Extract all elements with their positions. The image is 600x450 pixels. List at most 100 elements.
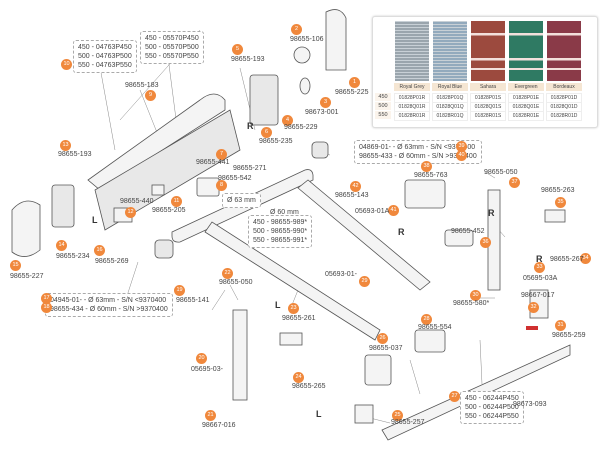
side-marker-right: R xyxy=(536,254,543,264)
part-code: 98655-265 xyxy=(292,383,326,390)
box-line: 98655-433 - Ø 60mm - S/N >9370400 xyxy=(359,153,477,160)
side-marker-right: R xyxy=(247,121,254,131)
box-26-part xyxy=(364,354,392,386)
box-line: 550 - 06244P550 xyxy=(465,413,519,420)
tube-diameter-63-label: Ø 63 mm xyxy=(222,193,261,208)
swatch-royal-blue xyxy=(433,21,467,81)
part-code: 98655-271 xyxy=(233,165,267,172)
part-badge: 10 xyxy=(61,59,72,70)
part-badge: 19 xyxy=(174,285,185,296)
table-cell: 01828R01E xyxy=(508,111,544,121)
part-badge: 33 xyxy=(534,262,545,273)
box-line: 500 - 05570P500 xyxy=(145,44,199,51)
part-code: 05695-03A xyxy=(523,275,558,282)
part-code: 98655-143 xyxy=(335,192,369,199)
part-code: 98667-017 xyxy=(521,292,555,299)
part-11 xyxy=(151,184,165,196)
swatch-bordeaux xyxy=(547,21,581,81)
box-line: 450 - 06244P450 xyxy=(465,395,519,402)
bracket-35-part xyxy=(544,209,566,223)
fabric-color-table: Royal Grey Royal Blue Sahara Evergreen B… xyxy=(372,16,598,128)
color-name: Royal Blue xyxy=(432,83,468,91)
part-badge: 34 xyxy=(580,253,591,264)
side-marker-left: L xyxy=(92,215,98,225)
part-badge: 26 xyxy=(377,333,388,344)
table-cell: 01828R01Q xyxy=(432,111,468,121)
table-cell: 01828R01D xyxy=(546,111,582,121)
part-code: 98655-542 xyxy=(218,175,252,182)
box-line: 500 - 04763P500 xyxy=(78,53,132,60)
box-line: 500 - 98655-990* xyxy=(253,228,308,235)
part-badge: 7 xyxy=(216,149,227,160)
part-badge: 17 xyxy=(41,293,52,304)
box-38-part xyxy=(404,179,446,209)
part-code: 98655-261 xyxy=(282,315,316,322)
table-cell: 01828R01S xyxy=(470,111,506,121)
box-line: 450 - 04763P450 xyxy=(78,44,132,51)
part-code: 98655-141 xyxy=(176,297,210,304)
part-code: 05695-03- xyxy=(191,366,223,373)
part-badge: 1 xyxy=(349,77,360,88)
right-end-cap-part xyxy=(325,9,347,71)
box-line: 04869-01- - Ø 63mm - S/N <9370400 xyxy=(359,144,476,151)
part-code: 98667-016 xyxy=(202,422,236,429)
swatch-sahara xyxy=(471,21,505,81)
gear-shaft-part xyxy=(299,77,311,95)
tube-diameter-60-label: Ø 60 mm xyxy=(270,209,299,216)
part-code: 98673-001 xyxy=(305,109,339,116)
callout-box-17-18: 04945-01- - Ø 63mm - S/N <9370400 98655-… xyxy=(45,293,173,317)
table-cell: 01828R01R xyxy=(394,111,430,121)
part-code: 98655-763 xyxy=(414,172,448,179)
part-badge: 29 xyxy=(359,276,370,287)
side-marker-left: L xyxy=(316,409,322,419)
size-label: 450 xyxy=(375,93,391,101)
box-line: 550 - 98655-991* xyxy=(253,237,308,244)
part-code: 98655-440 xyxy=(120,198,154,205)
part-code: 98655-225 xyxy=(335,89,369,96)
part-badge: 22 xyxy=(222,268,233,279)
part-badge: 38 xyxy=(421,161,432,172)
callout-box-tube: 450 - 98655-989* 500 - 98655-990* 550 - … xyxy=(248,215,313,248)
part-badge: 6 xyxy=(261,127,272,138)
part-badge: 18 xyxy=(41,302,52,313)
part-badge: 16 xyxy=(94,245,105,256)
part-code: 98655-229 xyxy=(284,124,318,131)
part-badge: 31 xyxy=(555,320,566,331)
part-code: 98655-037 xyxy=(369,345,403,352)
swatch-evergreen xyxy=(509,21,543,81)
cassette-cover-part xyxy=(87,93,226,191)
side-marker-right: R xyxy=(398,227,405,237)
part-badge: 27 xyxy=(449,391,460,402)
part-code: 98655-106 xyxy=(290,36,324,43)
cassette-body-part xyxy=(94,109,241,231)
part-code: 98673-093 xyxy=(513,401,547,408)
part-code: 98655-193 xyxy=(58,151,92,158)
box-line: 550 - 05570P550 xyxy=(145,53,199,60)
left-end-cap-part xyxy=(11,200,41,257)
side-marker-left: L xyxy=(275,300,281,310)
part-code: 98655-580* xyxy=(453,300,490,307)
part-badge: 23 xyxy=(288,303,299,314)
box-line: 450 - 98655-989* xyxy=(253,219,308,226)
part-23 xyxy=(279,332,303,346)
part-badge: 39 xyxy=(456,141,467,152)
color-name: Bordeaux xyxy=(546,83,582,91)
side-marker-right: R xyxy=(488,208,495,218)
part-code: 98655-235 xyxy=(259,138,293,145)
swatch-royal-grey xyxy=(395,21,429,81)
box-36-part xyxy=(444,229,474,247)
part-code: 98655-269 xyxy=(95,258,129,265)
part-badge: 21 xyxy=(205,410,216,421)
part-code: 98655-267 xyxy=(550,256,584,263)
part-code: 98655-452 xyxy=(451,228,485,235)
part-badge: 36 xyxy=(480,237,491,248)
size-label: 500 xyxy=(375,102,391,110)
part-code: 98655-193 xyxy=(231,56,265,63)
callout-box-10: 450 - 04763P450 500 - 04763P500 550 - 04… xyxy=(73,40,137,73)
roller-plug-part xyxy=(154,239,174,259)
part-badge: 28 xyxy=(421,314,432,325)
gear-part xyxy=(293,46,311,64)
right-arm-part xyxy=(297,179,431,291)
part-badge: 9 xyxy=(145,90,156,101)
part-code: 05693-01- xyxy=(325,271,357,278)
